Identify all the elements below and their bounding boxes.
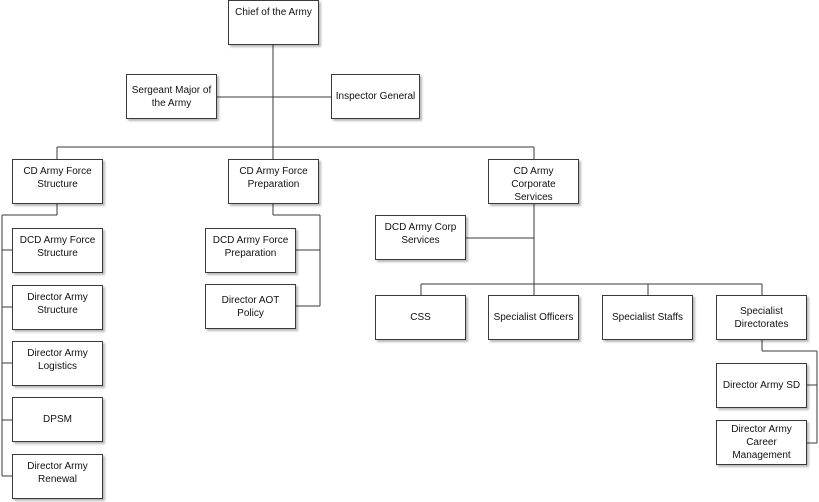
node-director-army-renewal: Director Army Renewal bbox=[12, 454, 103, 499]
node-dpsm: DPSM bbox=[12, 397, 103, 442]
node-director-army-career-management: Director Army Career Management bbox=[716, 420, 807, 465]
node-chief-of-the-army: Chief of the Army bbox=[228, 0, 319, 45]
node-css: CSS bbox=[375, 295, 466, 340]
node-director-aot-policy: Director AOT Policy bbox=[205, 284, 296, 329]
node-label: CD Army Force Preparation bbox=[239, 166, 308, 190]
node-label: Director Army SD bbox=[722, 380, 801, 391]
node-cd-army-force-structure: CD Army Force Structure bbox=[12, 159, 103, 204]
node-specialist-directorates: Specialist Directorates bbox=[716, 295, 807, 340]
node-cd-army-force-preparation: CD Army Force Preparation bbox=[228, 159, 319, 204]
node-inspector-general: Inspector General bbox=[331, 74, 420, 119]
node-label: CD Army Corporate Services bbox=[511, 166, 556, 203]
node-dcd-army-corp-services: DCD Army Corp Services bbox=[375, 215, 466, 260]
node-sergeant-major: Sergeant Major of the Army bbox=[126, 74, 217, 119]
node-label: DCD Army Corp Services bbox=[384, 222, 457, 246]
node-dcd-army-force-structure: DCD Army Force Structure bbox=[12, 228, 103, 273]
node-label: Director AOT Policy bbox=[221, 294, 280, 319]
node-label: Specialist Staffs bbox=[612, 312, 683, 323]
node-label: CSS bbox=[410, 312, 431, 323]
node-specialist-staffs: Specialist Staffs bbox=[602, 295, 693, 340]
node-specialist-officers: Specialist Officers bbox=[488, 295, 579, 340]
node-label: Chief of the Army bbox=[235, 7, 312, 18]
node-label: Director Army Renewal bbox=[27, 461, 88, 485]
node-label: DCD Army Force Preparation bbox=[212, 235, 289, 259]
node-label: CD Army Force Structure bbox=[23, 166, 92, 190]
node-label: Director Army Structure bbox=[27, 292, 88, 316]
node-label: Inspector General bbox=[335, 91, 416, 102]
node-label: Specialist Directorates bbox=[734, 305, 789, 330]
node-label: Specialist Officers bbox=[493, 312, 574, 323]
node-director-army-structure: Director Army Structure bbox=[12, 285, 103, 330]
node-cd-army-corporate-services: CD Army Corporate Services bbox=[488, 159, 579, 204]
node-label: Director Army Career Management bbox=[731, 424, 792, 461]
node-label: Sergeant Major of the Army bbox=[131, 84, 212, 109]
node-label: Director Army Logistics bbox=[27, 348, 88, 372]
node-director-army-logistics: Director Army Logistics bbox=[12, 341, 103, 386]
node-dcd-army-force-preparation: DCD Army Force Preparation bbox=[205, 228, 296, 273]
node-label: DCD Army Force Structure bbox=[19, 235, 96, 259]
node-director-army-sd: Director Army SD bbox=[716, 363, 807, 408]
node-label: DPSM bbox=[43, 414, 72, 425]
